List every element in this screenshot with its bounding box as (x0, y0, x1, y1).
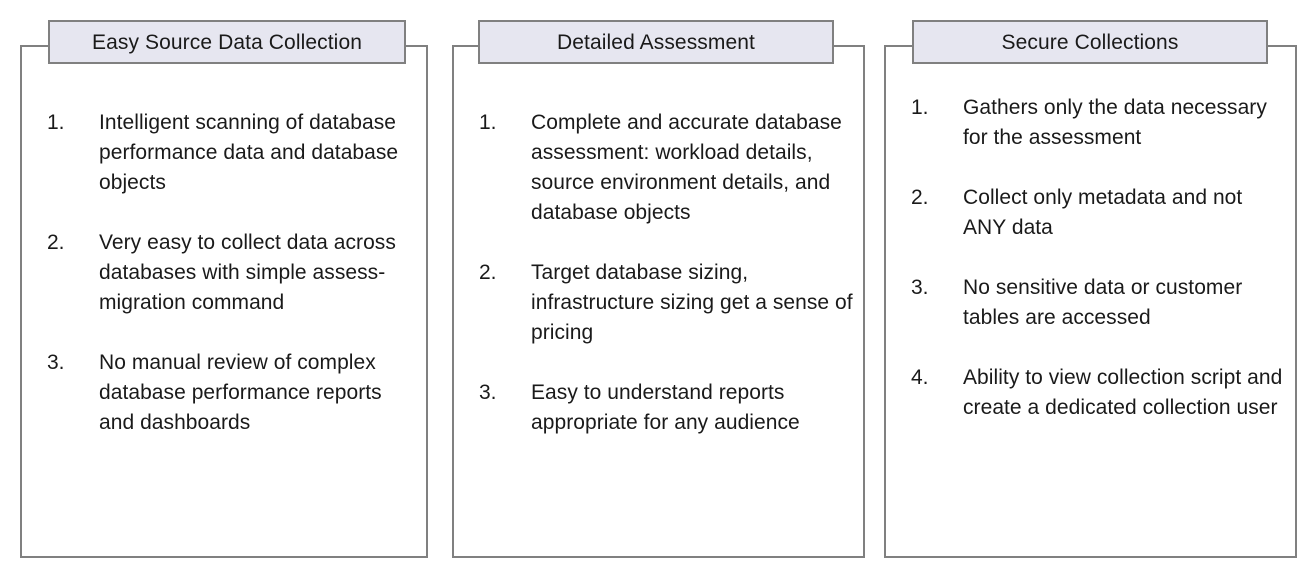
panel-header-title: Secure Collections (1001, 30, 1179, 54)
list-item-number: 3. (479, 381, 497, 404)
list-item-text: No sensitive data or customer tables are… (963, 276, 1243, 329)
panel-header-title: Easy Source Data Collection (92, 30, 362, 54)
panel-list: 1. Gathers only the data necessary for t… (884, 93, 1297, 423)
panel-list: 1. Intelligent scanning of database perf… (20, 108, 428, 438)
panel-body (20, 45, 428, 558)
list-item-text: Intelligent scanning of database perform… (99, 111, 399, 194)
panel-header-secure-collections: Secure Collections (912, 20, 1268, 64)
list-item-text: Target database sizing, infrastructure s… (531, 261, 853, 344)
list-item: 3. Easy to understand reports appropriat… (479, 378, 857, 438)
list-item: 1. Intelligent scanning of database perf… (47, 108, 420, 198)
column-panel-secure-collections: Secure Collections 1. Gathers only the d… (884, 20, 1297, 558)
list-item-number: 1. (47, 111, 65, 134)
panel-body (452, 45, 865, 558)
list-item-text: Easy to understand reports appropriate f… (531, 381, 800, 434)
list-item-number: 1. (479, 111, 497, 134)
list-item: 3. No sensitive data or customer tables … (911, 273, 1287, 333)
list-item-number: 2. (911, 186, 929, 209)
list-item-number: 2. (479, 261, 497, 284)
list-item: 2. Target database sizing, infrastructur… (479, 258, 857, 348)
panel-header-detailed-assessment: Detailed Assessment (478, 20, 834, 64)
list-item-text: Gathers only the data necessary for the … (963, 96, 1267, 149)
column-panel-detailed-assessment: Detailed Assessment 1. Complete and accu… (452, 20, 865, 558)
panel-header-title: Detailed Assessment (557, 30, 755, 54)
list-item-text: Very easy to collect data across databas… (99, 231, 396, 314)
list-item-text: Complete and accurate database assessmen… (531, 111, 842, 224)
list-item-number: 2. (47, 231, 65, 254)
panel-list: 1. Complete and accurate database assess… (452, 108, 865, 438)
list-item-text: Ability to view collection script and cr… (963, 366, 1283, 419)
panel-body (884, 45, 1297, 558)
list-item: 3. No manual review of complex database … (47, 348, 420, 438)
list-item: 2. Very easy to collect data across data… (47, 228, 420, 318)
list-item-number: 3. (911, 276, 929, 299)
list-item-number: 4. (911, 366, 929, 389)
list-item: 1. Gathers only the data necessary for t… (911, 93, 1287, 153)
list-item: 2. Collect only metadata and not ANY dat… (911, 183, 1287, 243)
list-item-number: 1. (911, 96, 929, 119)
panel-header-easy-source-data-collection: Easy Source Data Collection (48, 20, 406, 64)
list-item: 4. Ability to view collection script and… (911, 363, 1287, 423)
list-item-number: 3. (47, 351, 65, 374)
column-panel-easy-source-data-collection: Easy Source Data Collection 1. Intellige… (20, 20, 428, 558)
list-item-text: No manual review of complex database per… (99, 351, 382, 434)
list-item-text: Collect only metadata and not ANY data (963, 186, 1243, 239)
list-item: 1. Complete and accurate database assess… (479, 108, 857, 228)
